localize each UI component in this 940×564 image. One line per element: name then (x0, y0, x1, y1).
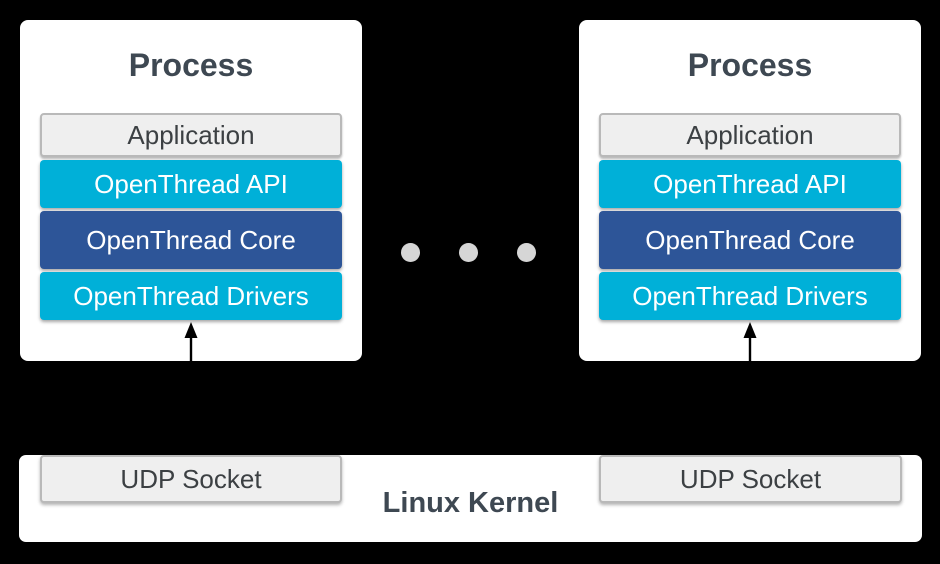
layer-openthread-api: OpenThread API (40, 160, 342, 208)
layer-openthread-core: OpenThread Core (599, 211, 901, 269)
layer-stack: Application OpenThread API OpenThread Co… (599, 113, 901, 320)
up-arrow-left (40, 320, 342, 363)
up-arrow-icon (743, 322, 757, 361)
linux-kernel-label: Linux Kernel (382, 487, 559, 519)
process-card-right: Process Application OpenThread API OpenT… (579, 20, 921, 361)
layer-openthread-drivers: OpenThread Drivers (599, 272, 901, 320)
process-card-left: Process Application OpenThread API OpenT… (20, 20, 362, 361)
layer-openthread-drivers: OpenThread Drivers (40, 272, 342, 320)
layer-openthread-core: OpenThread Core (40, 211, 342, 269)
layer-application: Application (599, 113, 901, 157)
ellipsis-dot (517, 243, 536, 262)
process-title: Process (128, 47, 254, 83)
ellipsis-dot (401, 243, 420, 262)
layer-stack: Application OpenThread API OpenThread Co… (40, 113, 342, 320)
udp-socket-left: UDP Socket (40, 455, 342, 503)
layer-openthread-api: OpenThread API (599, 160, 901, 208)
up-arrow-icon (184, 322, 198, 361)
ellipsis-dot (459, 243, 478, 262)
layer-application: Application (40, 113, 342, 157)
up-arrow-right (599, 320, 901, 363)
udp-socket-right: UDP Socket (599, 455, 902, 503)
linux-kernel-bar: UDP Socket Linux Kernel UDP Socket (19, 455, 922, 542)
ellipsis-dots (401, 243, 536, 262)
process-title: Process (687, 47, 813, 83)
